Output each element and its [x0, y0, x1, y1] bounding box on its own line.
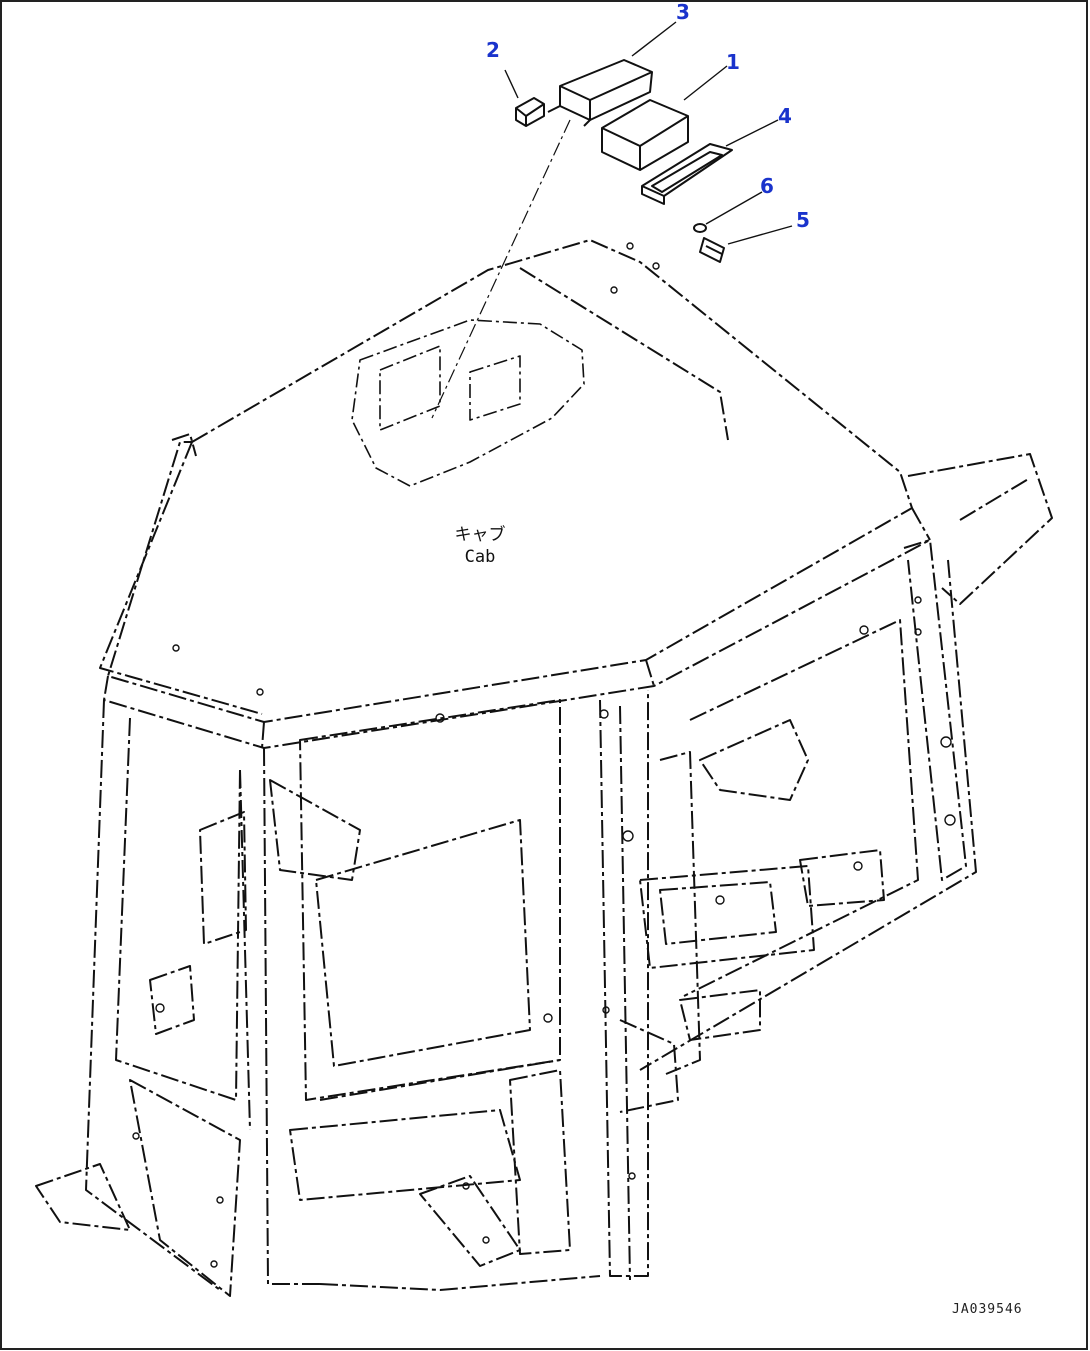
cab-right-frame — [599, 453, 1053, 1281]
cab-label-jp: キャブ — [454, 525, 506, 545]
cab-label: キャブ Cab — [440, 524, 520, 568]
part-6-washer — [693, 223, 707, 233]
drawing-id: JA039546 — [952, 1302, 1023, 1317]
cab-roof — [99, 239, 931, 749]
part-4-plate — [641, 143, 733, 205]
callout-6[interactable]: 6 — [760, 174, 774, 198]
callout-3[interactable]: 3 — [676, 0, 690, 24]
cab-left-frame — [35, 699, 561, 1297]
cab-base — [289, 1059, 601, 1291]
callout-1[interactable]: 1 — [726, 50, 740, 74]
callout-5[interactable]: 5 — [796, 208, 810, 232]
part-1-module — [601, 99, 689, 171]
part-2-bolt — [515, 97, 545, 127]
roof-cutout — [351, 319, 585, 487]
cab-label-en: Cab — [464, 547, 496, 567]
part-5-screw — [699, 237, 725, 263]
bolt-holes — [132, 242, 956, 1268]
callout-2[interactable]: 2 — [486, 38, 500, 62]
part-3-bracket — [547, 59, 653, 127]
callout-4[interactable]: 4 — [778, 104, 792, 128]
